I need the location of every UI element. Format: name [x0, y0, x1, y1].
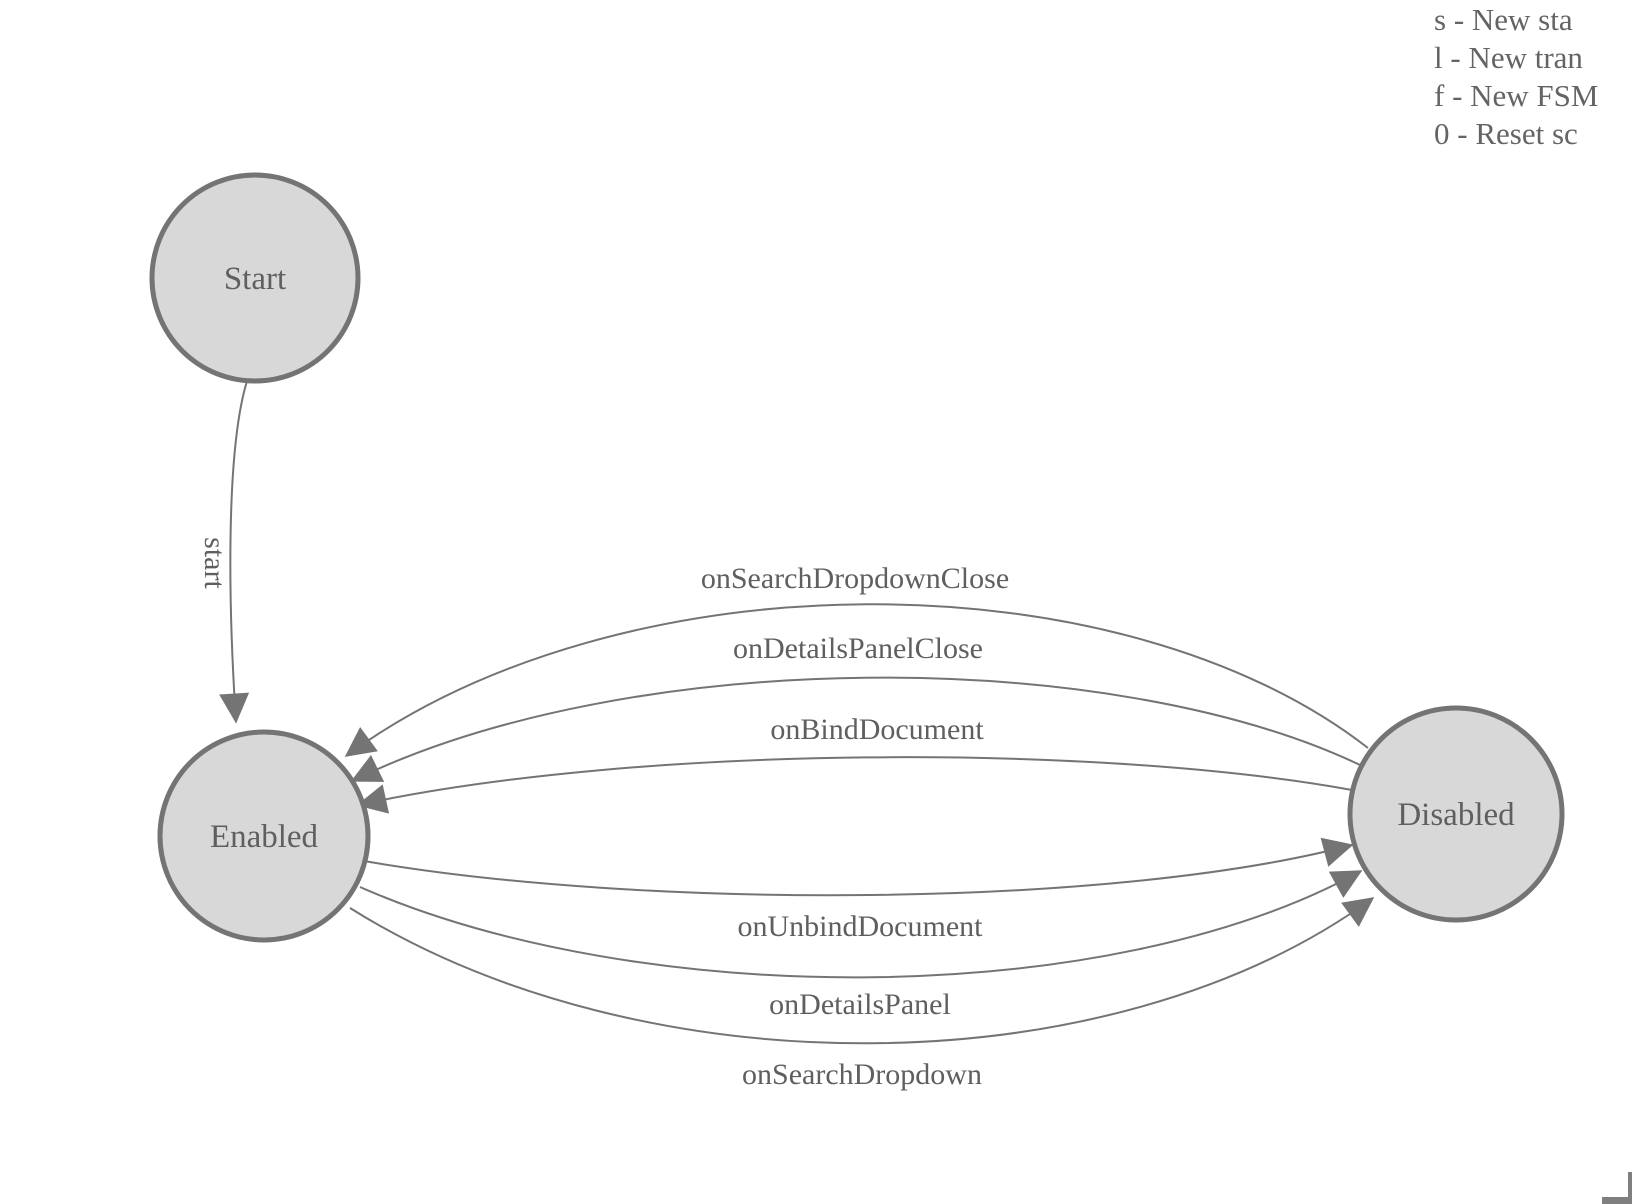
- edge-label-onDetailsPanelClose: onDetailsPanelClose: [733, 632, 983, 665]
- state-circle-disabled[interactable]: [1347, 705, 1565, 923]
- panel-corner-horizontal-bar: [1602, 1197, 1632, 1204]
- state-node-enabled[interactable]: Enabled: [157, 729, 371, 943]
- edge-label-onSearchDropdown: onSearchDropdown: [742, 1058, 982, 1091]
- bottom-right-panel-corner: [1602, 1172, 1632, 1204]
- state-label-disabled: Disabled: [1397, 797, 1515, 833]
- legend-line-new-transition: l - New tran: [1434, 40, 1583, 75]
- edge-label-start: start: [198, 537, 231, 589]
- legend-line-reset: 0 - Reset sc: [1434, 116, 1578, 151]
- edge-label-onSearchDropdownClose: onSearchDropdownClose: [701, 562, 1009, 595]
- state-circle-start[interactable]: [149, 172, 361, 384]
- edge-start-to-enabled[interactable]: [219, 380, 250, 724]
- state-node-start[interactable]: Start: [149, 172, 361, 384]
- legend-line-new-state: s - New sta: [1434, 2, 1573, 37]
- edge-onBindDocument[interactable]: [356, 756, 1353, 814]
- shortcut-legend: s - New sta l - New tran f - New FSM 0 -…: [1434, 2, 1598, 151]
- edge-onDetailsPanel[interactable]: [359, 870, 1363, 979]
- edge-onUnbindDocument[interactable]: [363, 837, 1354, 897]
- panel-corner-vertical-line: [1628, 1172, 1632, 1204]
- edges-group: [219, 380, 1375, 1045]
- edge-label-onUnbindDocument: onUnbindDocument: [738, 910, 984, 943]
- edge-labels-group: start onSearchDropdownClose onDetailsPan…: [198, 537, 1009, 1091]
- state-label-start: Start: [224, 261, 286, 297]
- state-node-disabled[interactable]: Disabled: [1347, 705, 1565, 923]
- edge-onSearchDropdownClose[interactable]: [344, 603, 1369, 757]
- edge-label-onDetailsPanel: onDetailsPanel: [769, 988, 951, 1021]
- edge-label-onBindDocument: onBindDocument: [770, 713, 984, 746]
- edge-onDetailsPanelClose[interactable]: [350, 676, 1361, 782]
- legend-line-new-fsm: f - New FSM: [1434, 78, 1598, 113]
- edge-onSearchDropdown[interactable]: [349, 897, 1375, 1045]
- state-label-enabled: Enabled: [210, 819, 319, 855]
- state-circle-enabled[interactable]: [157, 729, 371, 943]
